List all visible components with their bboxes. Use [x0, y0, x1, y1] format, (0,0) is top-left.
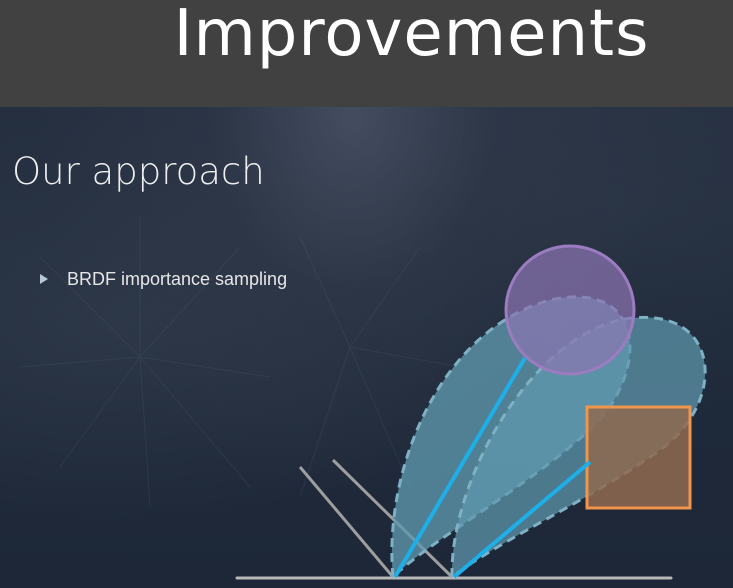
- bullet-arrow-icon: [40, 274, 48, 284]
- slide-title: Improvements: [173, 0, 650, 71]
- sample-ray-to-square: [452, 460, 592, 579]
- sample-ray-to-circle: [393, 356, 527, 579]
- slide-subtitle: Our approach: [12, 150, 265, 193]
- bullet-text: BRDF importance sampling: [67, 269, 288, 289]
- light-source-circle: [504, 244, 636, 376]
- incident-ray-right: [331, 458, 454, 579]
- background-texture: [19, 217, 461, 508]
- title-bar: Improvements: [0, 0, 733, 107]
- brdf-lobe-right: [450, 316, 707, 581]
- light-source-square: [585, 405, 692, 510]
- incident-ray-left: [298, 466, 395, 578]
- bullet-list: BRDF importance sampling: [40, 266, 287, 292]
- bullet-item: BRDF importance sampling: [40, 266, 287, 292]
